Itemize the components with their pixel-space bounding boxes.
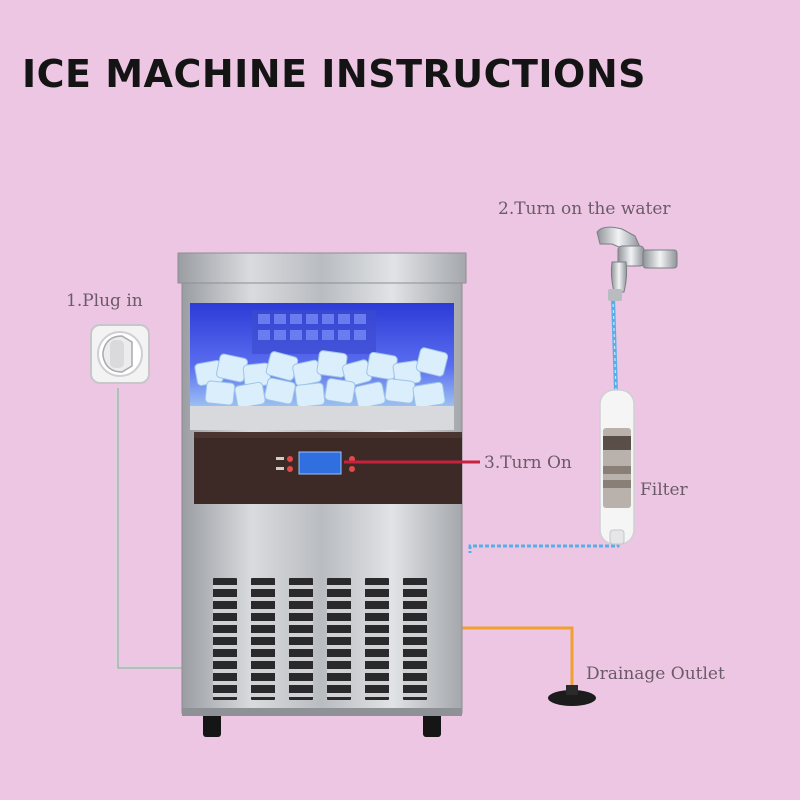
step-water-label: 2.Turn on the water [498,199,671,219]
page-title: ICE MACHINE INSTRUCTIONS [22,52,647,96]
drain-line [462,626,574,688]
power-button[interactable] [287,456,293,462]
drainage-outlet-label: Drainage Outlet [586,664,725,684]
down-button[interactable] [349,466,355,472]
machine-foot-right [423,713,441,737]
water-line [468,543,620,553]
step-plug-in-label: 1.Plug in [66,291,143,311]
step-turn-on-label: 3.Turn On [484,453,572,473]
filter-label: Filter [640,480,688,500]
wall-socket-icon [90,324,150,384]
ice-machine [177,252,480,737]
water-tap-icon [596,226,678,301]
drain-outlet-icon [548,685,596,706]
mode-button[interactable] [287,466,293,472]
machine-foot-left [203,713,221,737]
water-filter-icon [599,389,635,545]
ice-cubes [194,347,449,409]
power-cable [116,388,188,670]
display-screen [298,451,342,475]
